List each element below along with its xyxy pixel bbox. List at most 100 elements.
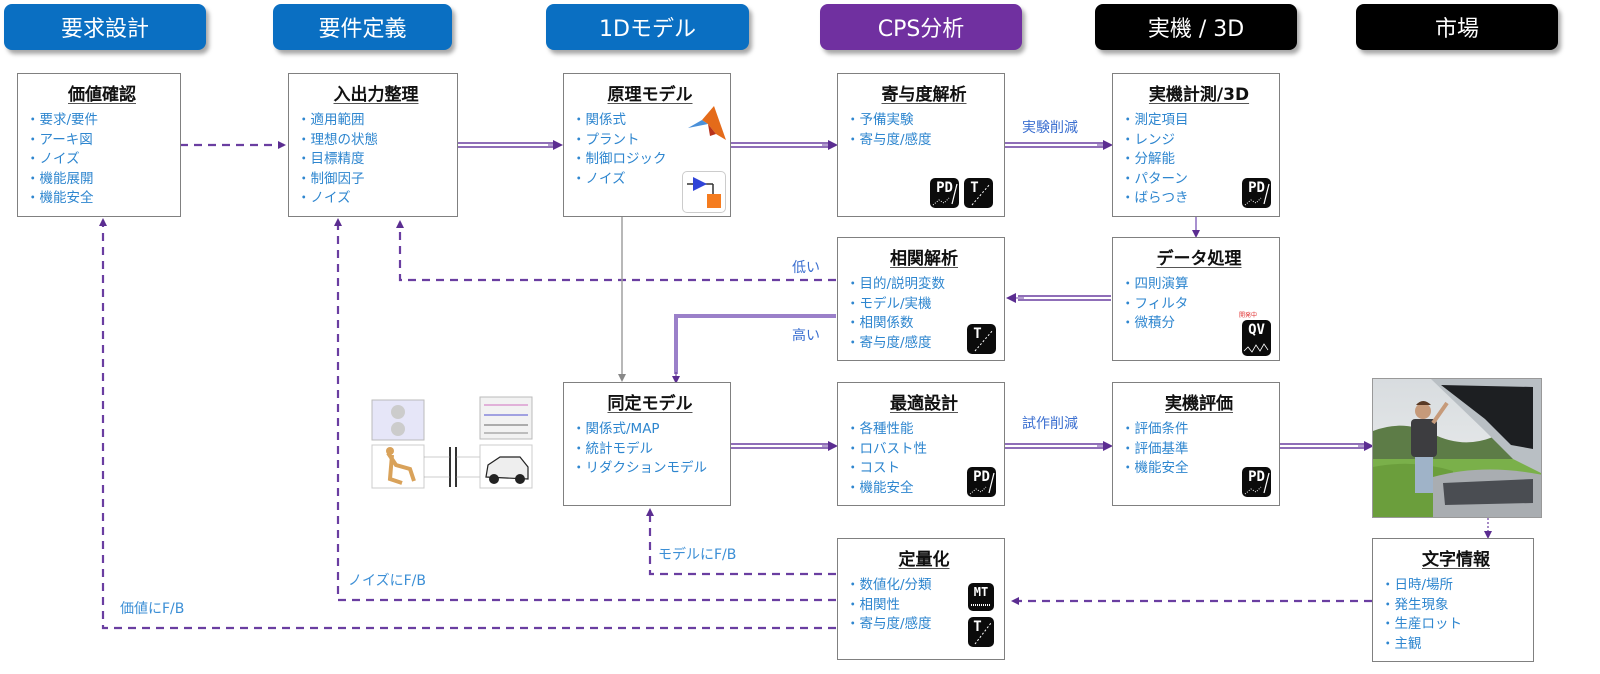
pd-tool-icon: PD <box>1242 178 1271 208</box>
arrow-principle-to-contribution <box>731 140 838 150</box>
box-title: 定量化 <box>898 550 950 570</box>
list-item: 主観 <box>1387 635 1525 655</box>
box-title: 寄与度解析 <box>881 85 967 105</box>
qv-caption: 開発中 <box>1239 312 1258 319</box>
box-title: 実機計測/3D <box>1148 85 1250 105</box>
phase-1d-model: 1Dモデル <box>546 4 749 50</box>
box-title: 入出力整理 <box>333 85 419 105</box>
list-item: アーキ図 <box>32 131 172 151</box>
box-measurement-3d: 実機計測/3D 測定項目 レンジ 分解能 パターン ばらつき PD <box>1112 73 1280 217</box>
list-item: ばらつき <box>1127 189 1271 209</box>
label-value-feedback: 価値にF/B <box>120 601 185 617</box>
phase-market: 市場 <box>1356 4 1558 50</box>
list-item: 評価条件 <box>1127 420 1271 440</box>
list-item: 相関係数 <box>852 314 996 334</box>
badge-text: T <box>973 619 982 635</box>
mt-tool-icon: MT <box>968 583 994 611</box>
item-list: 評価条件 評価基準 機能安全 <box>1127 420 1271 479</box>
list-item: パターン <box>1127 170 1271 190</box>
matlab-logo-icon <box>688 106 726 140</box>
list-item: 制御因子 <box>303 170 449 190</box>
t-tool-icon: T <box>967 324 996 354</box>
box-optimal-design: 最適設計 各種性能 ロバスト性 コスト 機能安全 PD <box>837 382 1005 506</box>
list-item: ノイズ <box>303 189 449 209</box>
item-list: 測定項目 レンジ 分解能 パターン ばらつき <box>1127 111 1271 209</box>
box-title: データ処理 <box>1156 249 1242 269</box>
arrow-io-to-principle <box>458 140 563 150</box>
arrow-low-feedback <box>396 220 836 282</box>
badge-text: PD <box>936 180 953 196</box>
badge-text: QV <box>1248 322 1265 338</box>
phase-label: 1Dモデル <box>599 17 696 42</box>
arrow-fb-value <box>99 218 836 630</box>
t-tool-icon: T <box>964 178 993 208</box>
box-correlation-analysis: 相関解析 目的/説明変数 モデル/実機 相関係数 寄与度/感度 T <box>837 237 1005 361</box>
list-item: ロバスト性 <box>852 440 996 460</box>
item-list: 日時/場所 発生現象 生産ロット 主観 <box>1387 576 1525 654</box>
box-contribution-analysis: 寄与度解析 予備実験 寄与度/感度 PD T <box>837 73 1005 217</box>
list-item: フィルタ <box>1127 295 1271 315</box>
list-item: 発生現象 <box>1387 596 1525 616</box>
badge-text: PD <box>1248 180 1265 196</box>
list-item: 微積分 <box>1127 314 1271 334</box>
item-list: 数値化/分類 相関性 寄与度/感度 <box>852 576 996 635</box>
list-item: 目的/説明変数 <box>852 275 996 295</box>
market-car-trouble-photo <box>1372 378 1542 518</box>
phase-label: 市場 <box>1434 17 1479 42</box>
qv-tool-icon: QV <box>1242 320 1271 356</box>
list-item: 分解能 <box>1127 150 1271 170</box>
arrow-realeval-to-market <box>1280 441 1374 451</box>
box-title: 最適設計 <box>890 394 958 414</box>
list-item: 機能安全 <box>32 189 172 209</box>
box-value-check: 価値確認 要求/要件 アーキ図 ノイズ 機能展開 機能安全 <box>17 73 181 217</box>
box-title: 価値確認 <box>68 85 136 105</box>
pd-tool-icon: PD <box>1242 467 1271 497</box>
item-list: 関係式/MAP 統計モデル リダクションモデル <box>578 420 722 479</box>
list-item: 関係式 <box>578 111 722 131</box>
list-item: 統計モデル <box>578 440 722 460</box>
list-item: 理想の状態 <box>303 131 449 151</box>
box-title: 相関解析 <box>890 249 958 269</box>
arrow-optimal-to-realeval <box>1005 441 1113 451</box>
box-io-org: 入出力整理 適用範囲 理想の状態 目標精度 制御因子 ノイズ <box>288 73 458 217</box>
item-list: 適用範囲 理想の状態 目標精度 制御因子 ノイズ <box>303 111 449 209</box>
phase-requirements-definition: 要件定義 <box>273 4 452 50</box>
box-data-processing: データ処理 四則演算 フィルタ 微積分 開発中 QV <box>1112 237 1280 361</box>
t-tool-icon: T <box>968 617 994 647</box>
box-identified-model: 同定モデル 関係式/MAP 統計モデル リダクションモデル <box>563 382 731 506</box>
list-item: 制御ロジック <box>578 150 722 170</box>
box-real-evaluation: 実機評価 評価条件 評価基準 機能安全 PD <box>1112 382 1280 506</box>
pd-tool-icon: PD <box>930 178 959 208</box>
badge-text: PD <box>1248 469 1265 485</box>
item-list: 各種性能 ロバスト性 コスト 機能安全 <box>852 420 996 498</box>
list-item: コスト <box>852 459 996 479</box>
list-item: 機能安全 <box>852 479 996 499</box>
list-item: モデル/実機 <box>852 295 996 315</box>
box-text-info: 文字情報 日時/場所 発生現象 生産ロット 主観 <box>1372 538 1534 662</box>
arrow-identified-to-optimal <box>731 441 838 451</box>
pd-tool-icon: PD <box>967 467 996 497</box>
label-high: 高い <box>792 328 820 344</box>
list-item: 目標精度 <box>303 150 449 170</box>
box-title: 原理モデル <box>607 85 693 105</box>
list-item: 関係式/MAP <box>578 420 722 440</box>
simulink-block-icon <box>682 171 726 213</box>
phase-label: 要件定義 <box>318 17 407 42</box>
list-item: 寄与度/感度 <box>852 334 996 354</box>
arrow-contribution-to-measurement <box>1005 140 1113 150</box>
label-low: 低い <box>792 260 820 276</box>
arrow-dataproc-to-correlation <box>1006 293 1111 303</box>
label-experiment-reduction: 実験削減 <box>1022 120 1078 136</box>
phase-real-3d: 実機 / 3D <box>1095 4 1297 50</box>
box-title: 同定モデル <box>607 394 693 414</box>
item-list: 目的/説明変数 モデル/実機 相関係数 寄与度/感度 <box>852 275 996 353</box>
list-item: 各種性能 <box>852 420 996 440</box>
label-prototype-reduction: 試作削減 <box>1022 416 1078 432</box>
list-item: プラント <box>578 131 722 151</box>
list-item: 要求/要件 <box>32 111 172 131</box>
list-item: 機能安全 <box>1127 459 1271 479</box>
box-quantify: 定量化 数値化/分類 相関性 寄与度/感度 MT T <box>837 538 1005 660</box>
item-list: 関係式 プラント 制御ロジック ノイズ <box>578 111 722 189</box>
list-item: 予備実験 <box>852 111 996 131</box>
